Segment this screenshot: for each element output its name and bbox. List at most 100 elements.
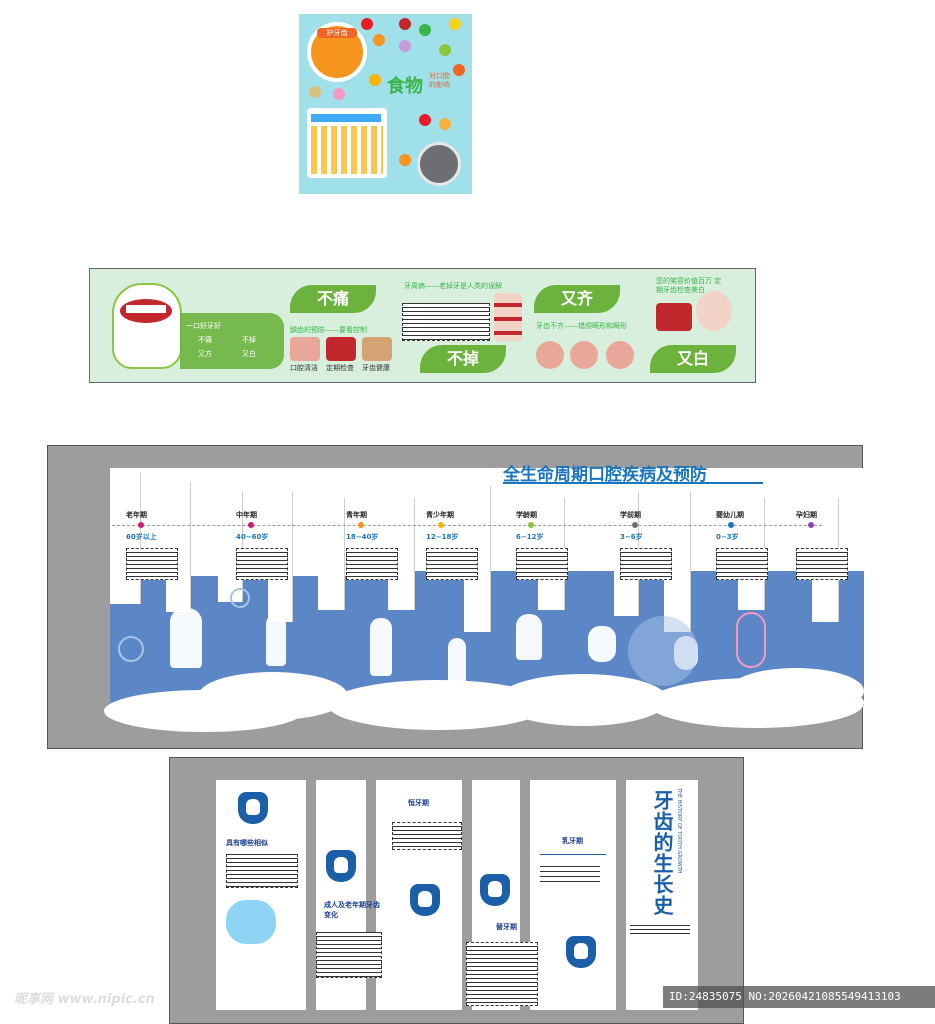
fries-icon bbox=[399, 154, 411, 166]
deco-circle-icon bbox=[230, 588, 250, 608]
stage-name: 婴幼儿期 bbox=[716, 511, 744, 519]
caption-white: 您的笑容价值百万 定期牙齿检查美白 bbox=[656, 277, 722, 294]
plate-circle-icon bbox=[417, 142, 461, 186]
caption-periodontal: 牙周病——老掉牙是人类的误解 bbox=[404, 282, 502, 290]
tooth-growth-wall-panel: 具有哪些相似 成人及老年期牙齿变化 恒牙期 替牙期 乳牙期 牙齿的生长史 THE… bbox=[169, 757, 744, 1024]
label-col5: 乳牙期 bbox=[562, 837, 583, 845]
pumpkin-icon bbox=[453, 64, 465, 76]
text-lines bbox=[630, 922, 690, 934]
peach-icon bbox=[333, 88, 345, 100]
photo-2 bbox=[326, 337, 356, 361]
col-left-1b: 不痛 bbox=[198, 336, 212, 344]
banana-icon bbox=[449, 18, 461, 30]
slat bbox=[218, 492, 242, 602]
food-poster-panel: 护牙齿 食物 对口腔 的影响 bbox=[299, 14, 472, 194]
photo-caption-3: 牙齿健康 bbox=[362, 364, 390, 372]
elderly-silhouette-icon bbox=[170, 608, 202, 668]
stage-text-block bbox=[796, 548, 848, 580]
onion-icon bbox=[399, 40, 411, 52]
pepper-icon bbox=[439, 44, 451, 56]
tooth-shield-icon bbox=[326, 850, 356, 882]
col-left-2b: 又方 bbox=[198, 350, 212, 358]
poster-title: 食物 bbox=[387, 76, 423, 97]
stage-text-block bbox=[516, 548, 568, 580]
orange-label: 护牙齿 bbox=[317, 28, 357, 38]
stage-dot bbox=[808, 522, 814, 528]
stage-dot bbox=[632, 522, 638, 528]
col-right-2b: 又白 bbox=[242, 350, 256, 358]
stage-age: 12~18岁 bbox=[426, 533, 459, 541]
apple-icon bbox=[399, 18, 411, 30]
photo-3 bbox=[362, 337, 392, 361]
deco-bubble-icon bbox=[628, 616, 698, 686]
stage-text-block bbox=[346, 548, 398, 580]
site-watermark: 昵享网 www.nipic.cn bbox=[14, 992, 155, 1007]
photo-caption-2: 定期检查 bbox=[326, 364, 354, 372]
stage-dot bbox=[438, 522, 444, 528]
toddler-silhouette-icon bbox=[588, 626, 616, 662]
stage-age: 40~60岁 bbox=[236, 533, 269, 541]
stage-name: 老年期 bbox=[126, 511, 147, 519]
photo-caption-1: 口腔清洁 bbox=[290, 364, 318, 372]
stage-dot bbox=[728, 522, 734, 528]
corn-icon bbox=[369, 74, 381, 86]
column-5 bbox=[530, 780, 616, 1010]
smile-teeth-icon bbox=[126, 305, 166, 313]
cloud bbox=[728, 668, 864, 714]
cloud bbox=[498, 674, 668, 726]
col-right-1b: 不掉 bbox=[242, 336, 256, 344]
stage-dot bbox=[528, 522, 534, 528]
title-underline bbox=[503, 482, 763, 484]
stage-name: 青年期 bbox=[346, 511, 367, 519]
slat bbox=[166, 482, 190, 612]
teeth-photo-strip bbox=[494, 293, 522, 341]
stage-age: 18~40岁 bbox=[346, 533, 379, 541]
slat bbox=[110, 472, 140, 604]
stage-text-block bbox=[126, 548, 178, 580]
smiling-woman-photo bbox=[696, 291, 732, 331]
stage-text-block bbox=[620, 548, 672, 580]
pregnant-woman-icon bbox=[736, 612, 766, 668]
label-col2: 成人及老年期牙齿变化 bbox=[324, 901, 380, 919]
tooth-shield-icon bbox=[566, 936, 596, 968]
pill-neat: 又齐 bbox=[534, 285, 620, 313]
cloud bbox=[198, 672, 348, 720]
braces-photo-2 bbox=[570, 341, 598, 369]
text-lines bbox=[540, 862, 600, 886]
stage-name: 青少年期 bbox=[426, 511, 454, 519]
tooth-shield-icon bbox=[238, 792, 268, 824]
teen-silhouette-icon bbox=[448, 638, 466, 688]
stage-text-block bbox=[426, 548, 478, 580]
growth-history-subtitle: THE HISTORY OF TOOTH GROWTH bbox=[676, 788, 682, 874]
caption-uneven: 牙齿不齐——错颌畸形和畸形 bbox=[536, 322, 627, 330]
cartoon-tooth-icon bbox=[226, 900, 276, 944]
stage-text-block bbox=[236, 548, 288, 580]
pear-icon bbox=[309, 86, 321, 98]
stage-name: 学龄期 bbox=[516, 511, 537, 519]
tooth-shield-icon bbox=[410, 884, 440, 916]
pill-not-fall: 不掉 bbox=[420, 345, 506, 373]
text-placeholder-block bbox=[226, 854, 298, 888]
text-placeholder-block bbox=[316, 932, 382, 978]
label-col1: 具有哪些相似 bbox=[226, 839, 268, 847]
youth-silhouette-icon bbox=[370, 618, 392, 676]
food-table-grid bbox=[311, 126, 383, 174]
pill-white: 又白 bbox=[650, 345, 736, 373]
white-teeth-photo bbox=[656, 303, 692, 331]
tooth-shape-icon bbox=[112, 283, 182, 369]
divider bbox=[540, 854, 606, 855]
stage-name: 学前期 bbox=[620, 511, 641, 519]
column-6 bbox=[626, 780, 698, 1010]
braces-photo-1 bbox=[536, 341, 564, 369]
child-silhouette-icon bbox=[516, 614, 542, 660]
text-box-green bbox=[180, 313, 284, 369]
caption-prevention: 龋齿的预防——要看控制 bbox=[290, 326, 367, 334]
deco-circle-icon bbox=[118, 636, 144, 662]
candy-icon bbox=[419, 114, 431, 126]
stage-dot bbox=[248, 522, 254, 528]
poster-subtitle: 对口腔 的影响 bbox=[429, 72, 450, 89]
stage-dot bbox=[138, 522, 144, 528]
stage-dot bbox=[358, 522, 364, 528]
pill-not-hurt: 不痛 bbox=[290, 285, 376, 313]
